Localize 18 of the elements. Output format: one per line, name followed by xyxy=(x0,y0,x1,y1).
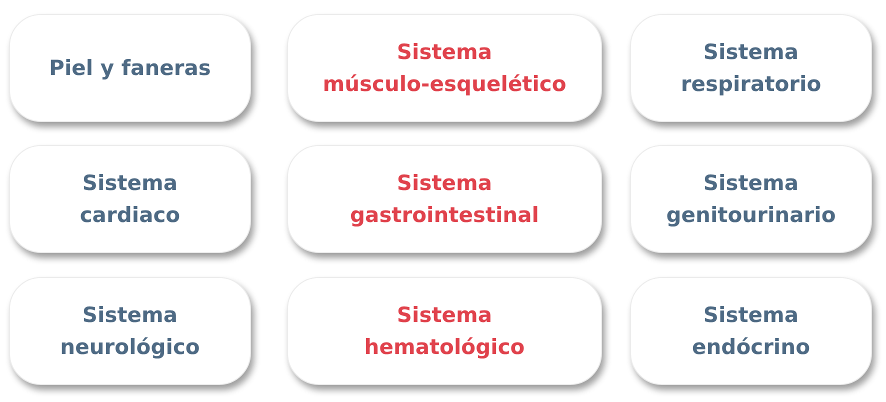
system-name: Sistema hematológico xyxy=(364,302,525,361)
system-name: Sistema respiratorio xyxy=(680,39,822,98)
system-card xyxy=(287,277,602,385)
system-name: Sistema genitourinario xyxy=(666,170,836,229)
system-name: Sistema músculo-esquelético xyxy=(322,39,566,98)
system-card xyxy=(9,14,251,122)
system-card xyxy=(9,277,251,385)
system-card xyxy=(630,14,872,122)
system-name: Sistema cardiaco xyxy=(80,170,180,229)
system-card xyxy=(287,14,602,122)
system-name: Piel y faneras xyxy=(49,55,211,82)
system-name: Sistema neurológico xyxy=(60,302,200,361)
system-name: Sistema gastrointestinal xyxy=(350,170,539,229)
system-name: Sistema endócrino xyxy=(692,302,810,361)
system-card xyxy=(630,145,872,253)
system-card xyxy=(287,145,602,253)
system-card xyxy=(630,277,872,385)
system-card xyxy=(9,145,251,253)
